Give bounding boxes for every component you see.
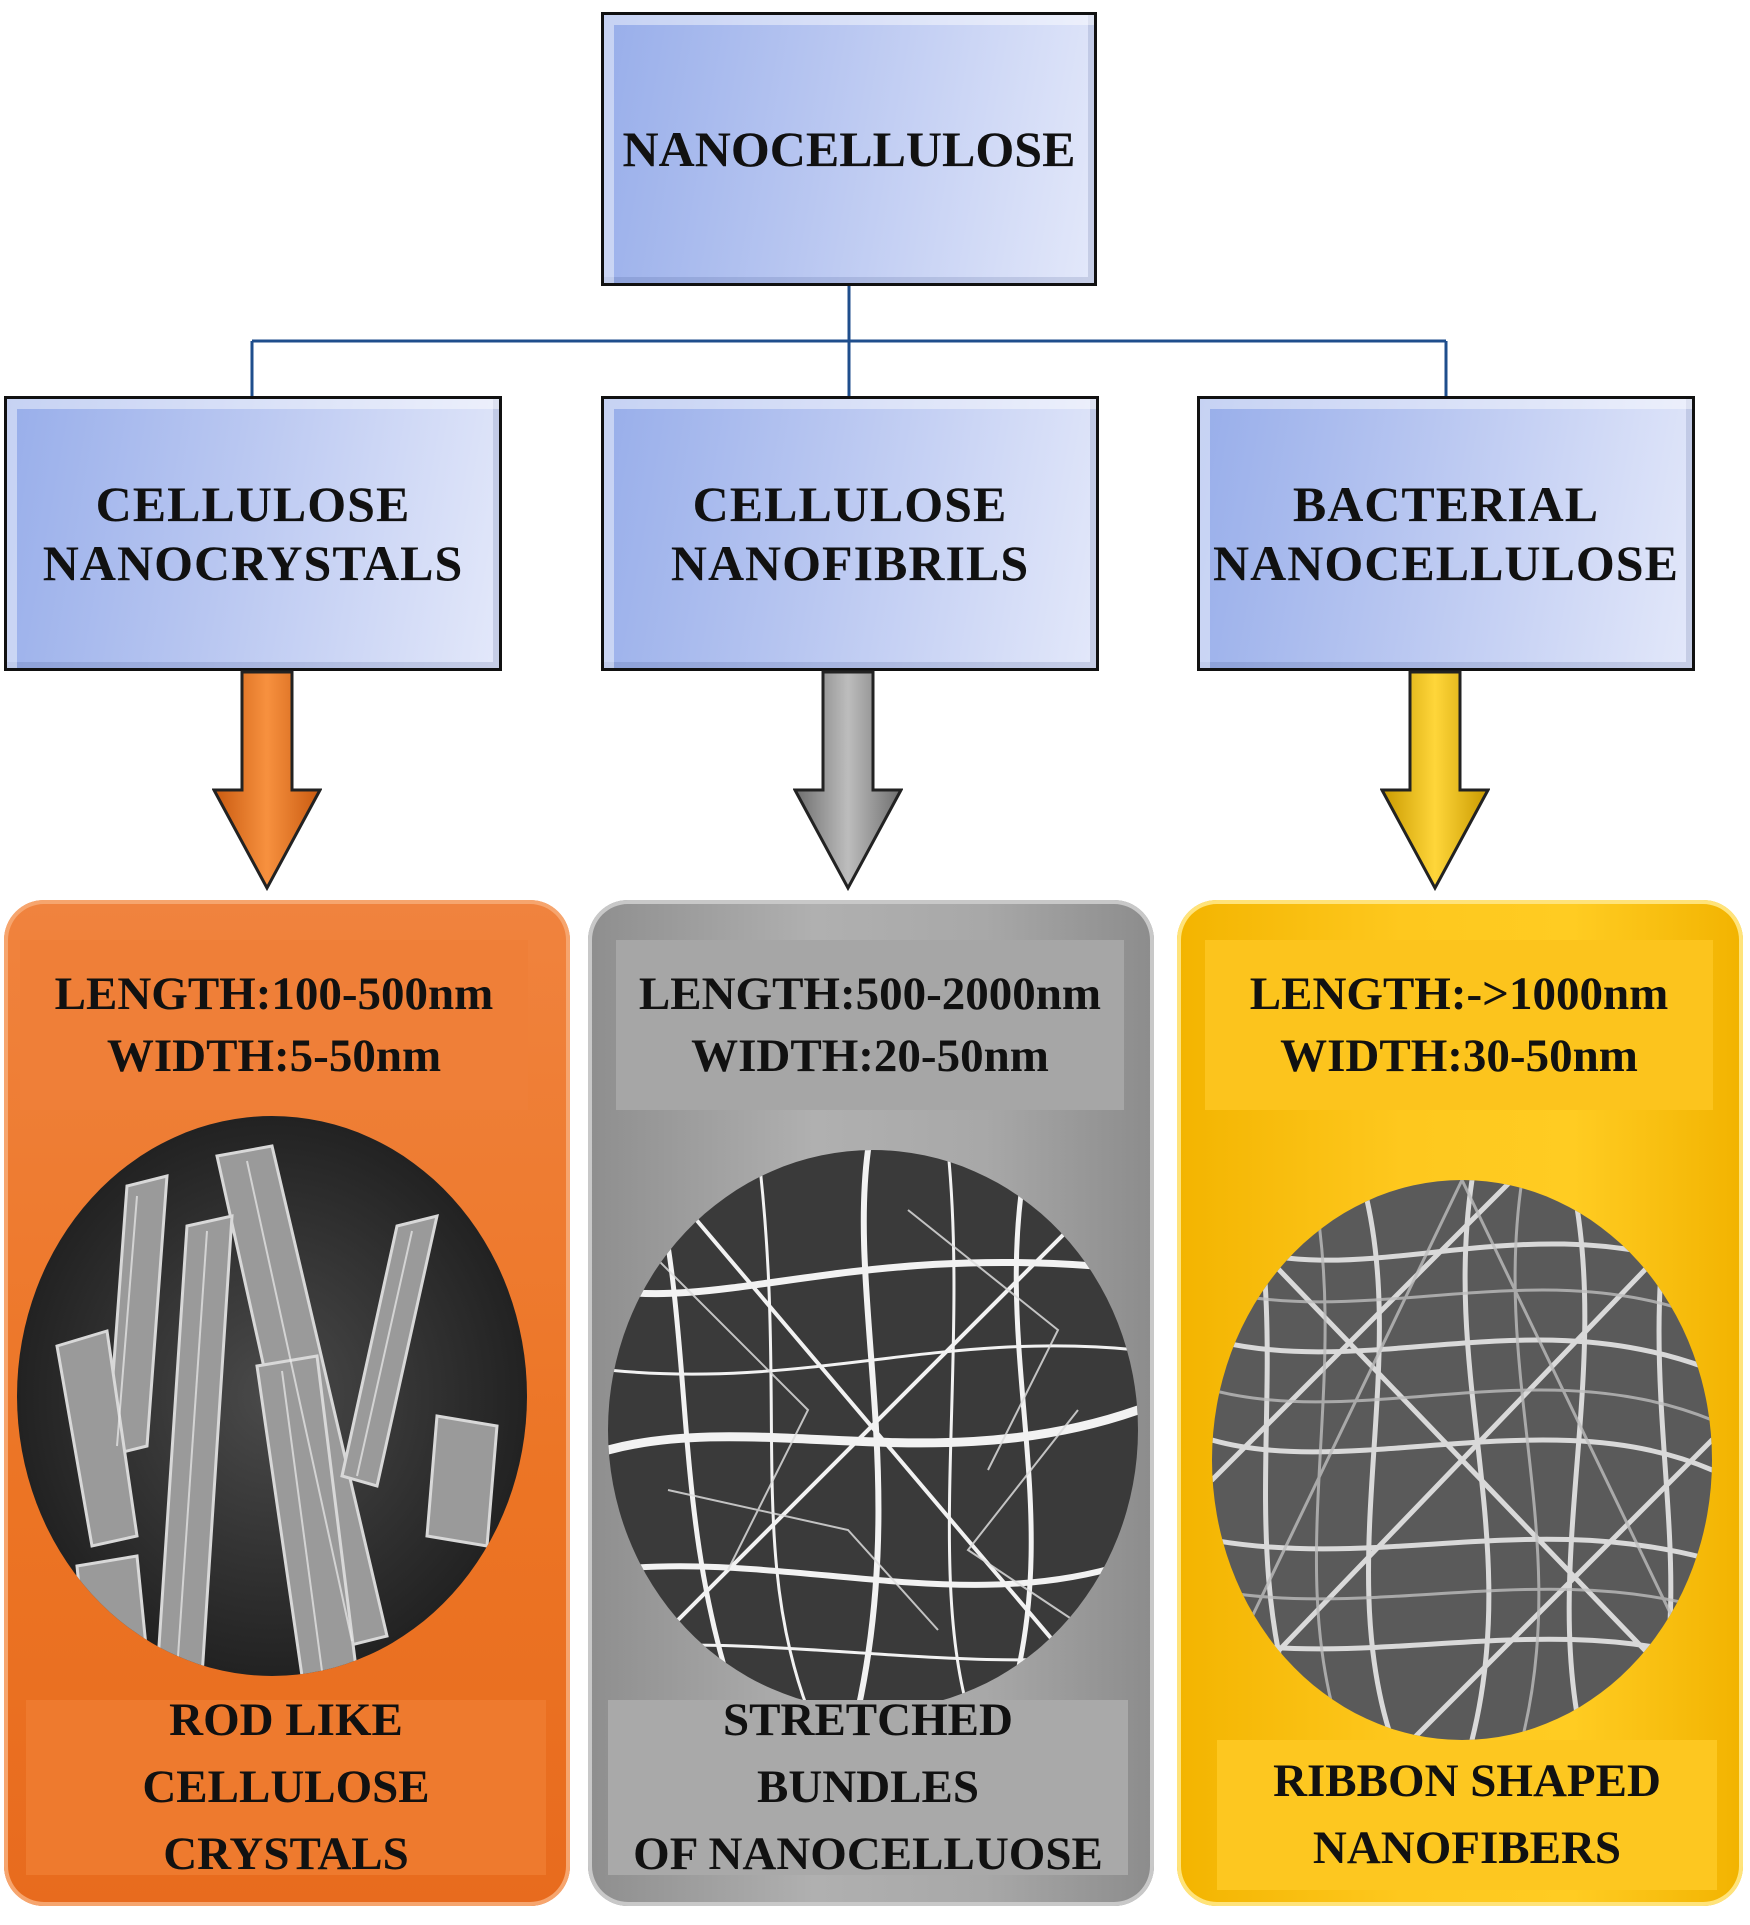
- node-cellulose-nanocrystals: CELLULOSE NANOCRYSTALS: [4, 396, 502, 671]
- node-title: BACTERIAL NANOCELLULOSE: [1213, 475, 1679, 591]
- down-arrow-icon: [793, 670, 903, 892]
- width-text: WIDTH:30-50nm: [1280, 1030, 1638, 1082]
- connector-lines: [250, 286, 1448, 396]
- sem-image-ribbons: [1212, 1180, 1712, 1740]
- node-bacterial-nanocellulose: BACTERIAL NANOCELLULOSE: [1197, 396, 1695, 671]
- panel-cellulose-nanofibrils: LENGTH:500-2000nm WIDTH:20-50nm: [588, 900, 1154, 1906]
- caption: RIBBON SHAPED NANOFIBERS: [1217, 1740, 1717, 1890]
- length-text: LENGTH:->1000nm: [1249, 967, 1669, 1020]
- node-title: CELLULOSE NANOFIBRILS: [670, 475, 1030, 591]
- dimension-spec: LENGTH:->1000nm WIDTH:30-50nm: [1205, 940, 1713, 1110]
- sem-image-rods: [17, 1116, 527, 1676]
- node-cellulose-nanofibrils: CELLULOSE NANOFIBRILS: [601, 396, 1099, 671]
- width-text: WIDTH:20-50nm: [691, 1030, 1049, 1082]
- panel-bacterial-nanocellulose: LENGTH:->1000nm WIDTH:30-50nm: [1177, 900, 1743, 1906]
- caption: STRETCHED BUNDLES OF NANOCELLUOSE: [608, 1694, 1128, 1880]
- caption: ROD LIKE CELLULOSE CRYSTALS: [26, 1694, 546, 1880]
- length-text: LENGTH:500-2000nm: [638, 967, 1102, 1020]
- width-text: WIDTH:5-50nm: [106, 1030, 442, 1082]
- node-title: CELLULOSE NANOCRYSTALS: [42, 475, 464, 591]
- length-text: LENGTH:100-500nm: [54, 967, 494, 1020]
- sem-image-fibrils: [608, 1150, 1138, 1710]
- root-label: NANOCELLULOSE: [622, 120, 1076, 177]
- root-node: NANOCELLULOSE: [601, 12, 1097, 286]
- dimension-spec: LENGTH:100-500nm WIDTH:5-50nm: [20, 940, 528, 1110]
- panel-cellulose-nanocrystals: LENGTH:100-500nm WIDTH:5-50nm: [4, 900, 570, 1906]
- dimension-spec: LENGTH:500-2000nm WIDTH:20-50nm: [616, 940, 1124, 1110]
- down-arrow-icon: [212, 670, 322, 892]
- down-arrow-icon: [1380, 670, 1490, 892]
